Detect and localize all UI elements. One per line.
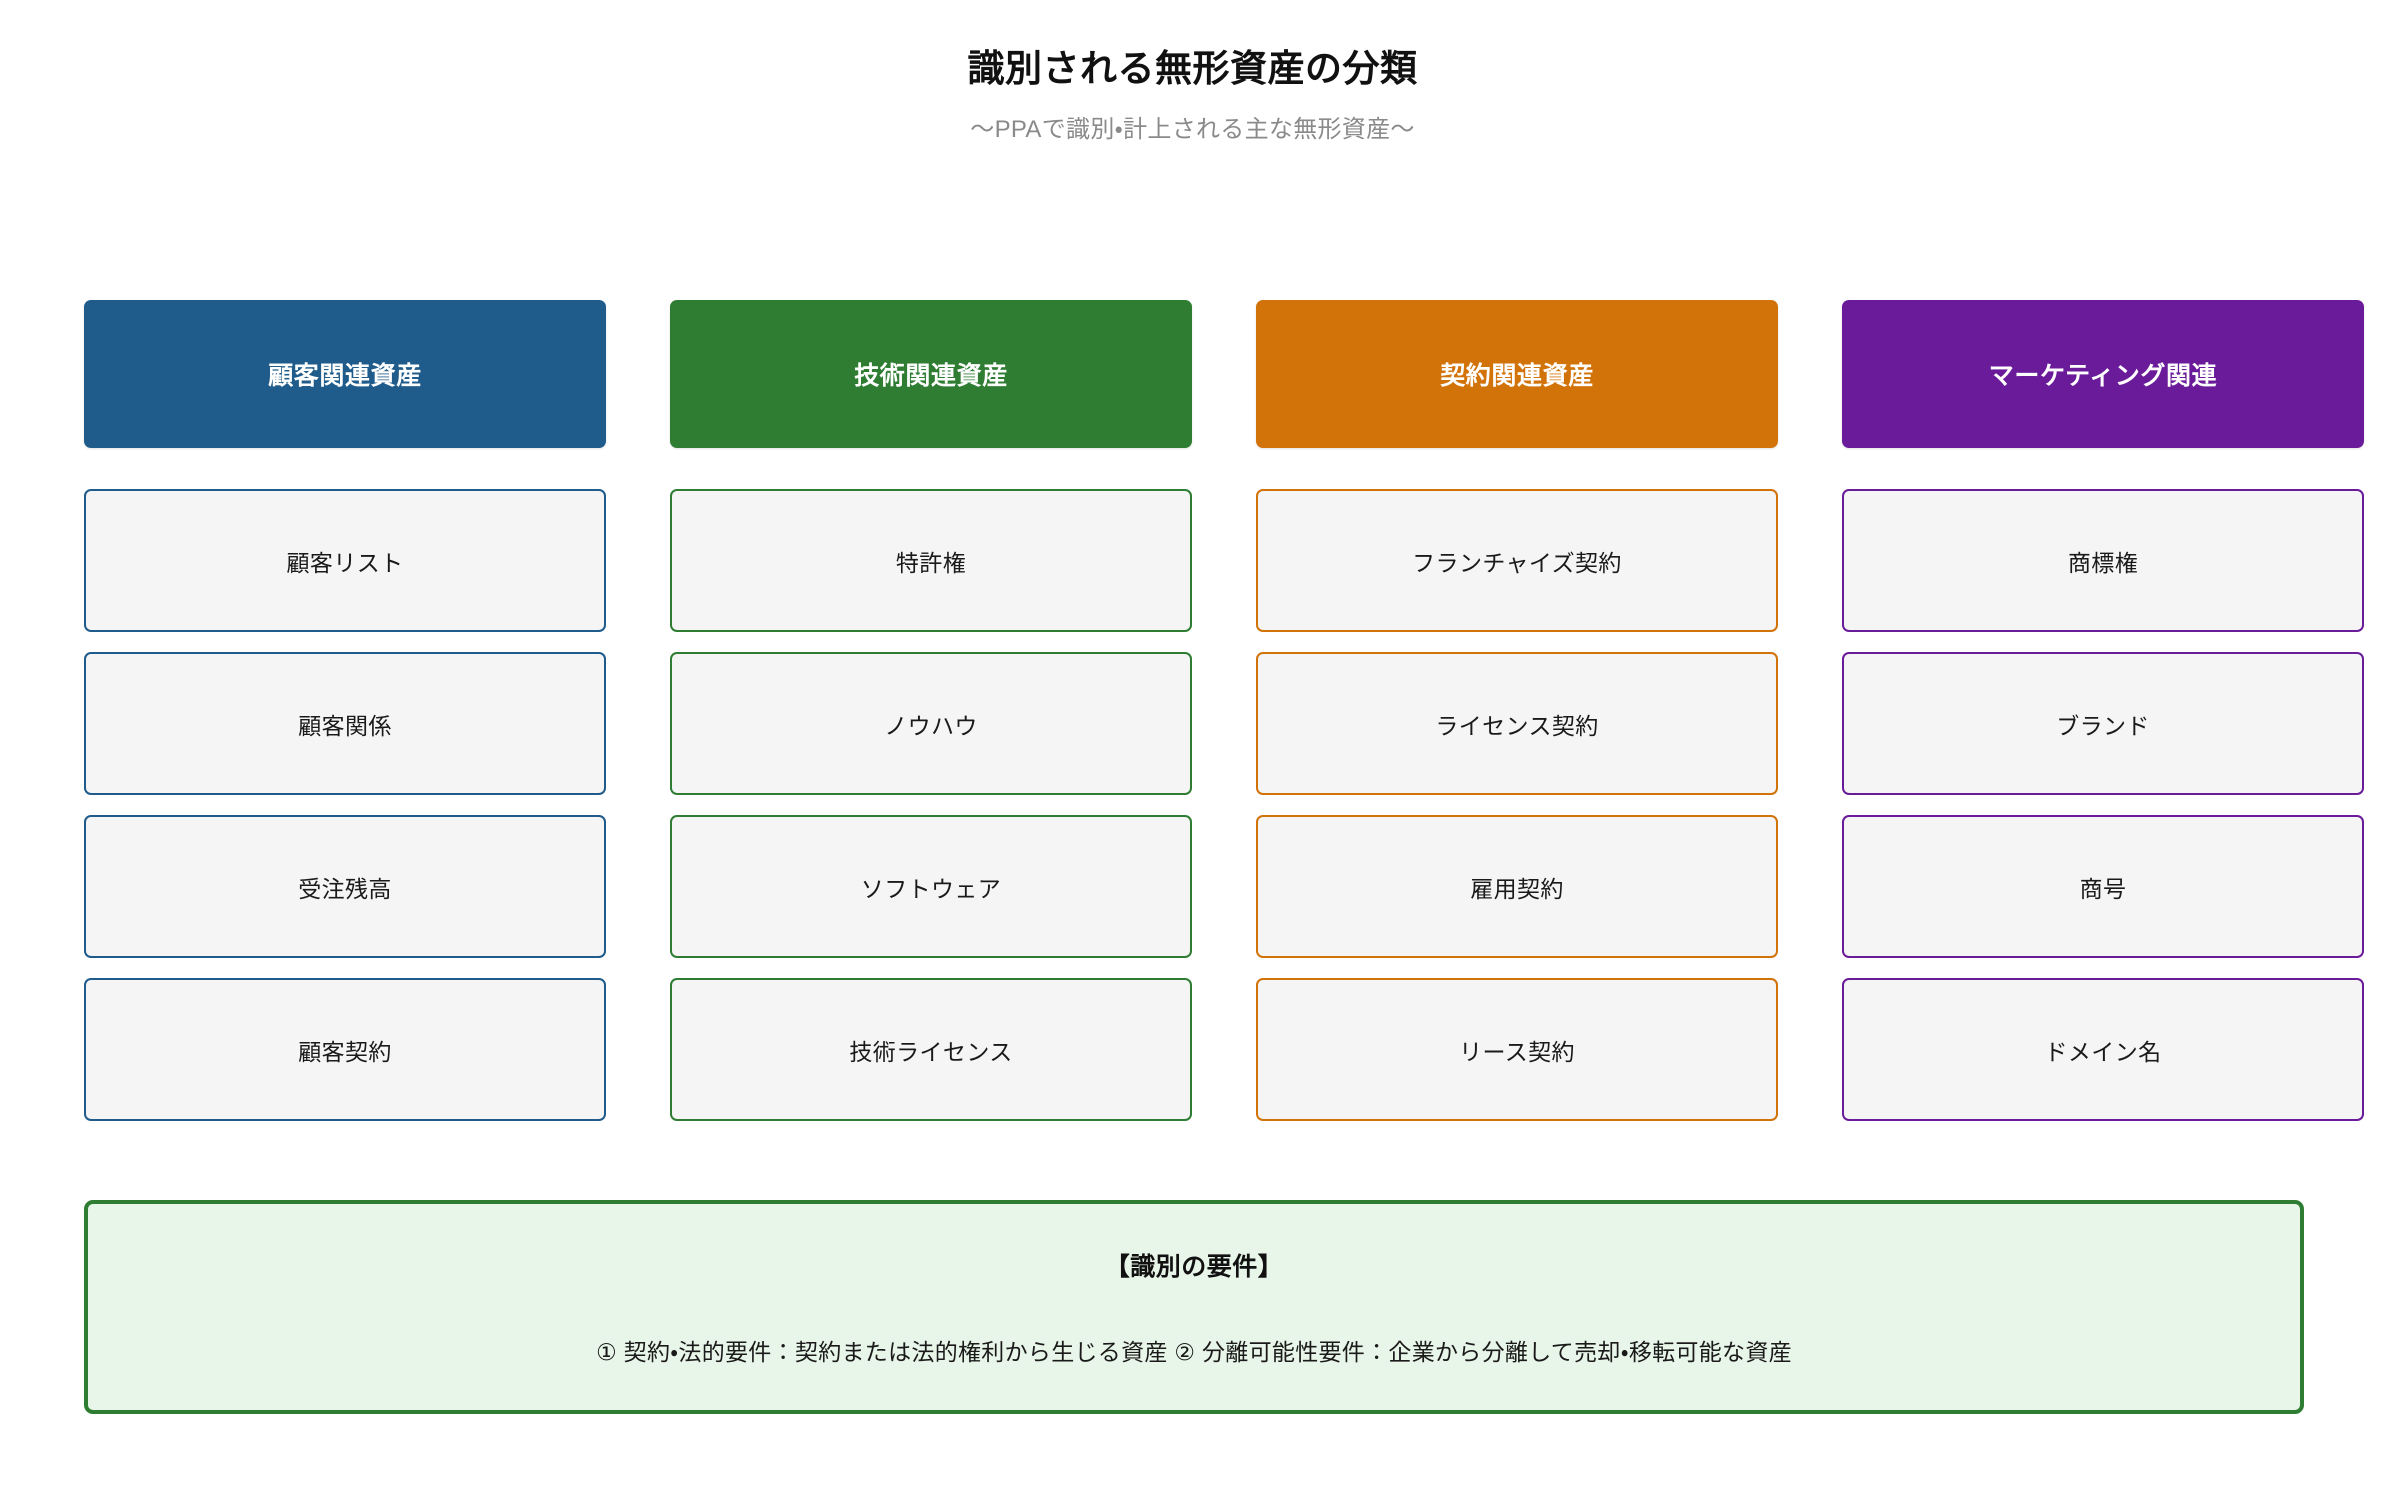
asset-list-marketing-related-assets: 商標権ブランド商号ドメイン名 — [1842, 489, 2364, 1121]
asset-item[interactable]: 受注残高 — [84, 815, 606, 958]
category-header-technology-related-assets[interactable]: 技術関連資産 — [670, 300, 1192, 448]
asset-list-contract-related-assets: フランチャイズ契約ライセンス契約雇用契約リース契約 — [1256, 489, 1778, 1121]
asset-item[interactable]: 顧客リスト — [84, 489, 606, 632]
category-column-customer-related-assets: 顧客関連資産顧客リスト顧客関係受注残高顧客契約 — [84, 300, 606, 1121]
identification-requirements-note: 【識別の要件】 ① 契約・法的要件：契約または法的権利から生じる資産 ② 分離可… — [84, 1200, 2304, 1414]
category-header-customer-related-assets[interactable]: 顧客関連資産 — [84, 300, 606, 448]
asset-item[interactable]: 技術ライセンス — [670, 978, 1192, 1121]
asset-item[interactable]: ノウハウ — [670, 652, 1192, 795]
asset-item[interactable]: リース契約 — [1256, 978, 1778, 1121]
category-columns: 顧客関連資産顧客リスト顧客関係受注残高顧客契約技術関連資産特許権ノウハウソフトウ… — [84, 300, 2385, 1121]
category-column-marketing-related-assets: マーケティング関連商標権ブランド商号ドメイン名 — [1842, 300, 2364, 1121]
asset-item[interactable]: 顧客関係 — [84, 652, 606, 795]
note-title: 【識別の要件】 — [1104, 1253, 1284, 1281]
category-column-technology-related-assets: 技術関連資産特許権ノウハウソフトウェア技術ライセンス — [670, 300, 1192, 1121]
asset-list-technology-related-assets: 特許権ノウハウソフトウェア技術ライセンス — [670, 489, 1192, 1121]
asset-item[interactable]: ブランド — [1842, 652, 2364, 795]
asset-item[interactable]: 顧客契約 — [84, 978, 606, 1121]
page-header: 識別される無形資産の分類 〜PPAで識別・計上される主な無形資産〜 — [0, 0, 2385, 145]
category-header-marketing-related-assets[interactable]: マーケティング関連 — [1842, 300, 2364, 448]
asset-item[interactable]: 雇用契約 — [1256, 815, 1778, 958]
asset-item[interactable]: フランチャイズ契約 — [1256, 489, 1778, 632]
asset-item[interactable]: 商号 — [1842, 815, 2364, 958]
asset-item[interactable]: ドメイン名 — [1842, 978, 2364, 1121]
asset-item[interactable]: ライセンス契約 — [1256, 652, 1778, 795]
asset-list-customer-related-assets: 顧客リスト顧客関係受注残高顧客契約 — [84, 489, 606, 1121]
category-header-contract-related-assets[interactable]: 契約関連資産 — [1256, 300, 1778, 448]
asset-item[interactable]: 特許権 — [670, 489, 1192, 632]
asset-item[interactable]: 商標権 — [1842, 489, 2364, 632]
page-title: 識別される無形資産の分類 — [967, 48, 1418, 89]
note-body: ① 契約・法的要件：契約または法的権利から生じる資産 ② 分離可能性要件：企業か… — [596, 1339, 1792, 1365]
page-subtitle: 〜PPAで識別・計上される主な無形資産〜 — [970, 116, 1415, 144]
category-column-contract-related-assets: 契約関連資産フランチャイズ契約ライセンス契約雇用契約リース契約 — [1256, 300, 1778, 1121]
asset-item[interactable]: ソフトウェア — [670, 815, 1192, 958]
